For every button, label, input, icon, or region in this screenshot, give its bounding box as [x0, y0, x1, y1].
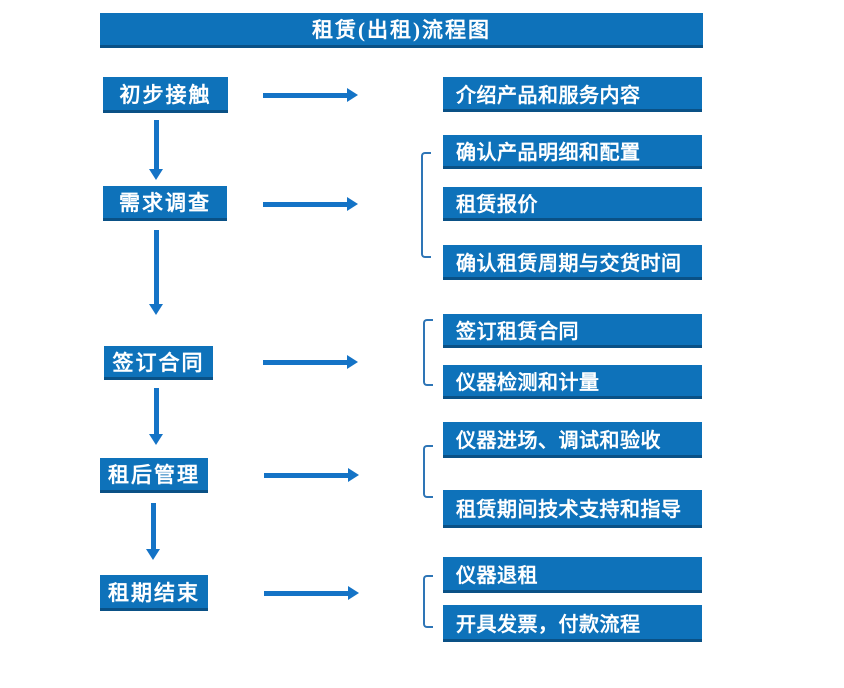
- detail-instrument-entry-debug-acceptance: 仪器进场、调试和验收: [443, 422, 702, 458]
- arrow-right-demand-survey: [263, 197, 358, 211]
- stage-sign-contract: 签订合同: [104, 346, 213, 380]
- detail-invoice-payment-process: 开具发票，付款流程: [443, 605, 702, 642]
- detail-introduce-products-services: 介绍产品和服务内容: [443, 77, 702, 112]
- detail-rental-quotation: 租赁报价: [443, 187, 702, 221]
- detail-confirm-product-details-config: 确认产品明细和配置: [443, 135, 702, 169]
- detail-instrument-return: 仪器退租: [443, 557, 702, 593]
- arrow-down-to-demand-survey: [149, 120, 163, 180]
- detail-sign-rental-contract: 签订租赁合同: [443, 314, 702, 348]
- bracket-demand-survey-group: [421, 152, 431, 258]
- detail-tech-support-guidance: 租赁期间技术支持和指导: [443, 490, 702, 528]
- stage-post-rental-management: 租后管理: [100, 458, 208, 493]
- arrow-right-sign-contract: [263, 355, 358, 369]
- stage-initial-contact: 初步接触: [103, 77, 228, 113]
- bracket-sign-contract-group: [423, 319, 433, 386]
- detail-confirm-rental-period-delivery: 确认租赁周期与交货时间: [443, 245, 702, 280]
- stage-rental-end: 租期结束: [100, 575, 208, 611]
- arrow-down-to-post-rental-management: [149, 388, 163, 445]
- bracket-rental-end-group: [423, 575, 433, 628]
- arrow-right-initial-contact: [263, 88, 358, 102]
- arrow-down-to-sign-contract: [149, 230, 163, 315]
- arrow-right-rental-end: [264, 586, 359, 600]
- detail-instrument-testing-metering: 仪器检测和计量: [443, 365, 702, 399]
- bracket-post-rental-group: [423, 445, 433, 498]
- arrow-down-to-rental-end: [146, 503, 160, 560]
- arrow-right-post-rental-management: [264, 468, 359, 482]
- flowchart-title: 租赁(出租)流程图: [100, 13, 703, 48]
- stage-demand-survey: 需求调查: [103, 186, 227, 221]
